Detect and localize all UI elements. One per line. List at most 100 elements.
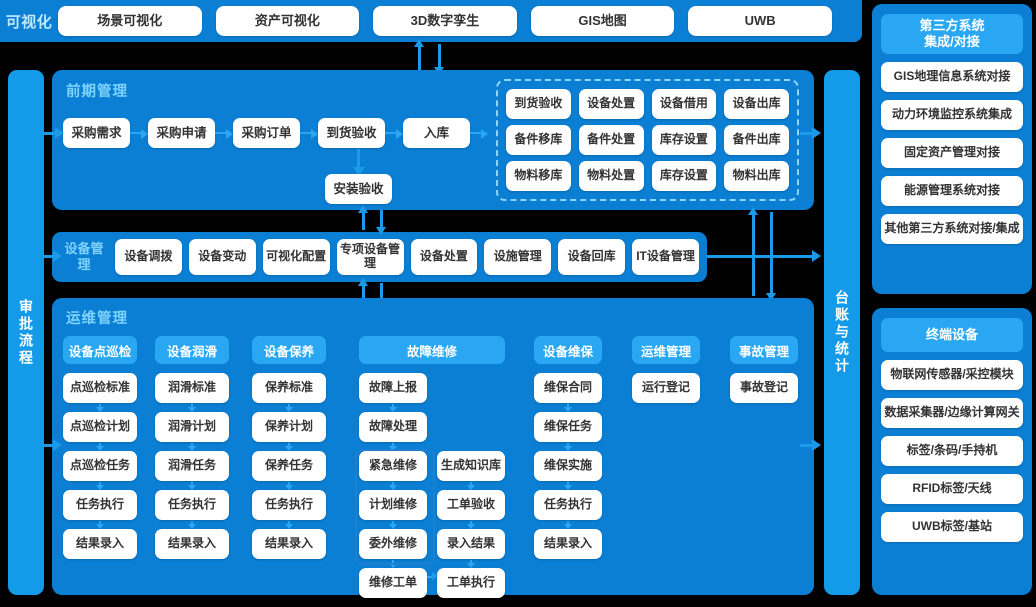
grid-item-spare-outbound[interactable]: 备件出库 xyxy=(724,125,789,155)
approval-process-rail[interactable]: 审批流程 xyxy=(8,70,44,595)
device-item-visual-conf[interactable]: 可视化配置 xyxy=(262,239,330,275)
terminal-item-collector[interactable]: 数据采集器/边缘计算网关 xyxy=(881,398,1023,428)
third-party-item-gis[interactable]: GIS地理信息系统对接 xyxy=(881,62,1023,92)
ops-item-outsourced-repair[interactable]: 委外维修 xyxy=(359,529,427,559)
device-item-facility[interactable]: 设施管理 xyxy=(484,239,552,275)
ops-item-maintenance-task[interactable]: 保养任务 xyxy=(252,451,326,481)
chain-step-inbound[interactable]: 入库 xyxy=(403,118,470,148)
arrow-down-icon xyxy=(285,443,293,451)
ops-column-maintenance: 设备保养 保养标准 保养计划 保养任务 任务执行 结果录入 xyxy=(252,336,326,568)
ops-item-maintenance-result[interactable]: 结果录入 xyxy=(252,529,326,559)
ops-item-service-task[interactable]: 维保任务 xyxy=(534,412,602,442)
device-item-disposal[interactable]: 设备处置 xyxy=(410,239,478,275)
ops-column-repair-a: 故障上报 故障处理 紧急维修 计划维修 委外维修 维修工单 xyxy=(359,373,427,607)
device-item-change[interactable]: 设备变动 xyxy=(188,239,256,275)
arrow-right-icon xyxy=(812,250,821,262)
device-item-special[interactable]: 专项设备管理 xyxy=(336,239,404,275)
third-party-item-asset[interactable]: 固定资产管理对接 xyxy=(881,138,1023,168)
ops-item-workorder-accept[interactable]: 工单验收 xyxy=(437,490,505,520)
chain-step-arrival-check[interactable]: 到货验收 xyxy=(318,118,385,148)
ops-item-service-exec[interactable]: 任务执行 xyxy=(534,490,602,520)
ops-item-service-contract[interactable]: 维保合同 xyxy=(534,373,602,403)
viz-item-asset[interactable]: 资产可视化 xyxy=(215,6,360,36)
ops-item-run-register[interactable]: 运行登记 xyxy=(632,373,700,403)
ops-item-inspection-task[interactable]: 点巡检任务 xyxy=(63,451,137,481)
ops-column-head-operation: 运维管理 xyxy=(632,336,700,364)
grid-item-spare-transfer[interactable]: 备件移库 xyxy=(506,125,571,155)
arrow-down-icon xyxy=(96,404,104,412)
ops-item-lubrication-result[interactable]: 结果录入 xyxy=(155,529,229,559)
grid-item-material-outbound[interactable]: 物料出库 xyxy=(724,161,789,191)
inventory-grid: 到货验收 设备处置 设备借用 设备出库 备件移库 备件处置 库存设置 备件出库 … xyxy=(496,79,799,201)
terminal-item-rfid[interactable]: RFID标签/天线 xyxy=(881,474,1023,504)
ops-item-lubrication-plan[interactable]: 润滑计划 xyxy=(155,412,229,442)
ops-item-knowledge-base[interactable]: 生成知识库 xyxy=(437,451,505,481)
arrow-down-icon xyxy=(96,521,104,529)
ops-column-accident: 事故管理 事故登记 xyxy=(730,336,798,412)
approval-to-device-line xyxy=(44,255,54,258)
viz-item-uwb[interactable]: UWB xyxy=(688,6,832,36)
chain-step-install-check[interactable]: 安装验收 xyxy=(325,174,392,204)
device-item-transfer[interactable]: 设备调拨 xyxy=(115,239,182,275)
arrow-down-icon xyxy=(285,482,293,490)
ops-item-inspection-plan[interactable]: 点巡检计划 xyxy=(63,412,137,442)
third-party-item-power-env[interactable]: 动力环境监控系统集成 xyxy=(881,100,1023,130)
arrow-down-icon xyxy=(564,521,572,529)
grid-item-spare-disposal[interactable]: 备件处置 xyxy=(578,125,644,155)
ops-item-lubrication-standard[interactable]: 润滑标准 xyxy=(155,373,229,403)
chain-step-purchase-order[interactable]: 采购订单 xyxy=(233,118,300,148)
arrow-down-icon xyxy=(389,443,397,451)
arrow-down-icon xyxy=(389,560,397,568)
viz-item-gis[interactable]: GIS地图 xyxy=(530,6,675,36)
viz-item-scene[interactable]: 场景可视化 xyxy=(58,6,202,36)
arrow-down-icon xyxy=(564,482,572,490)
ops-column-repair-b: 生成知识库 工单验收 录入结果 工单执行 xyxy=(437,451,505,607)
arrow-down-icon xyxy=(96,443,104,451)
device-item-it-device[interactable]: IT设备管理 xyxy=(632,239,699,275)
terminal-item-iot-sensor[interactable]: 物联网传感器/采控模块 xyxy=(881,360,1023,390)
ops-item-service-impl[interactable]: 维保实施 xyxy=(534,451,602,481)
grid-item-device-outbound[interactable]: 设备出库 xyxy=(724,89,789,119)
grid-item-device-borrow[interactable]: 设备借用 xyxy=(651,89,717,119)
ops-item-inspection-standard[interactable]: 点巡检标准 xyxy=(63,373,137,403)
ops-item-accident-register[interactable]: 事故登记 xyxy=(730,373,798,403)
ops-item-inspection-result[interactable]: 结果录入 xyxy=(63,529,137,559)
grid-item-device-disposal[interactable]: 设备处置 xyxy=(578,89,644,119)
viz-item-3dtwin[interactable]: 3D数字孪生 xyxy=(373,6,517,36)
terminal-item-tag-barcode[interactable]: 标签/条码/手持机 xyxy=(881,436,1023,466)
device-management-title: 设备管理 xyxy=(64,241,104,272)
ops-item-fault-handle[interactable]: 故障处理 xyxy=(359,412,427,442)
chain-step-purchase-demand[interactable]: 采购需求 xyxy=(63,118,130,148)
ops-item-maintenance-plan[interactable]: 保养计划 xyxy=(252,412,326,442)
ops-item-lubrication-exec[interactable]: 任务执行 xyxy=(155,490,229,520)
third-party-item-energy[interactable]: 能源管理系统对接 xyxy=(881,176,1023,206)
ops-item-repair-workorder[interactable]: 维修工单 xyxy=(359,568,427,598)
ledger-statistics-rail[interactable]: 台账与统计 xyxy=(824,70,860,595)
arrow-down-icon xyxy=(285,404,293,412)
ops-item-urgent-repair[interactable]: 紧急维修 xyxy=(359,451,427,481)
ops-item-service-result[interactable]: 结果录入 xyxy=(534,529,602,559)
ops-item-fault-report[interactable]: 故障上报 xyxy=(359,373,427,403)
grid-item-stock-setting-1[interactable]: 库存设置 xyxy=(651,125,717,155)
ops-item-enter-result[interactable]: 录入结果 xyxy=(437,529,505,559)
ops-item-workorder-exec[interactable]: 工单执行 xyxy=(437,568,505,598)
ops-item-maintenance-standard[interactable]: 保养标准 xyxy=(252,373,326,403)
ledger-statistics-label: 台账与统计 xyxy=(834,290,850,375)
ops-column-head-lubrication: 设备润滑 xyxy=(155,336,229,364)
terminal-item-uwb[interactable]: UWB标签/基站 xyxy=(881,512,1023,542)
ops-item-inspection-exec[interactable]: 任务执行 xyxy=(63,490,137,520)
chain-step-purchase-request[interactable]: 采购申请 xyxy=(148,118,215,148)
visualization-bar: 可视化 场景可视化 资产可视化 3D数字孪生 GIS地图 UWB xyxy=(0,0,862,42)
arrow-down-icon xyxy=(96,482,104,490)
ops-item-maintenance-exec[interactable]: 任务执行 xyxy=(252,490,326,520)
grid-item-material-transfer[interactable]: 物料移库 xyxy=(506,161,571,191)
third-party-item-other[interactable]: 其他第三方系统对接/集成 xyxy=(881,214,1023,244)
ops-item-lubrication-task[interactable]: 润滑任务 xyxy=(155,451,229,481)
grid-item-stock-setting-2[interactable]: 库存设置 xyxy=(651,161,717,191)
grid-item-material-disposal[interactable]: 物料处置 xyxy=(578,161,644,191)
early-management-title: 前期管理 xyxy=(66,84,128,100)
arrow-down-icon xyxy=(389,482,397,490)
grid-item-arrival-check[interactable]: 到货验收 xyxy=(506,89,571,119)
ops-item-planned-repair[interactable]: 计划维修 xyxy=(359,490,427,520)
device-item-return[interactable]: 设备回库 xyxy=(558,239,626,275)
